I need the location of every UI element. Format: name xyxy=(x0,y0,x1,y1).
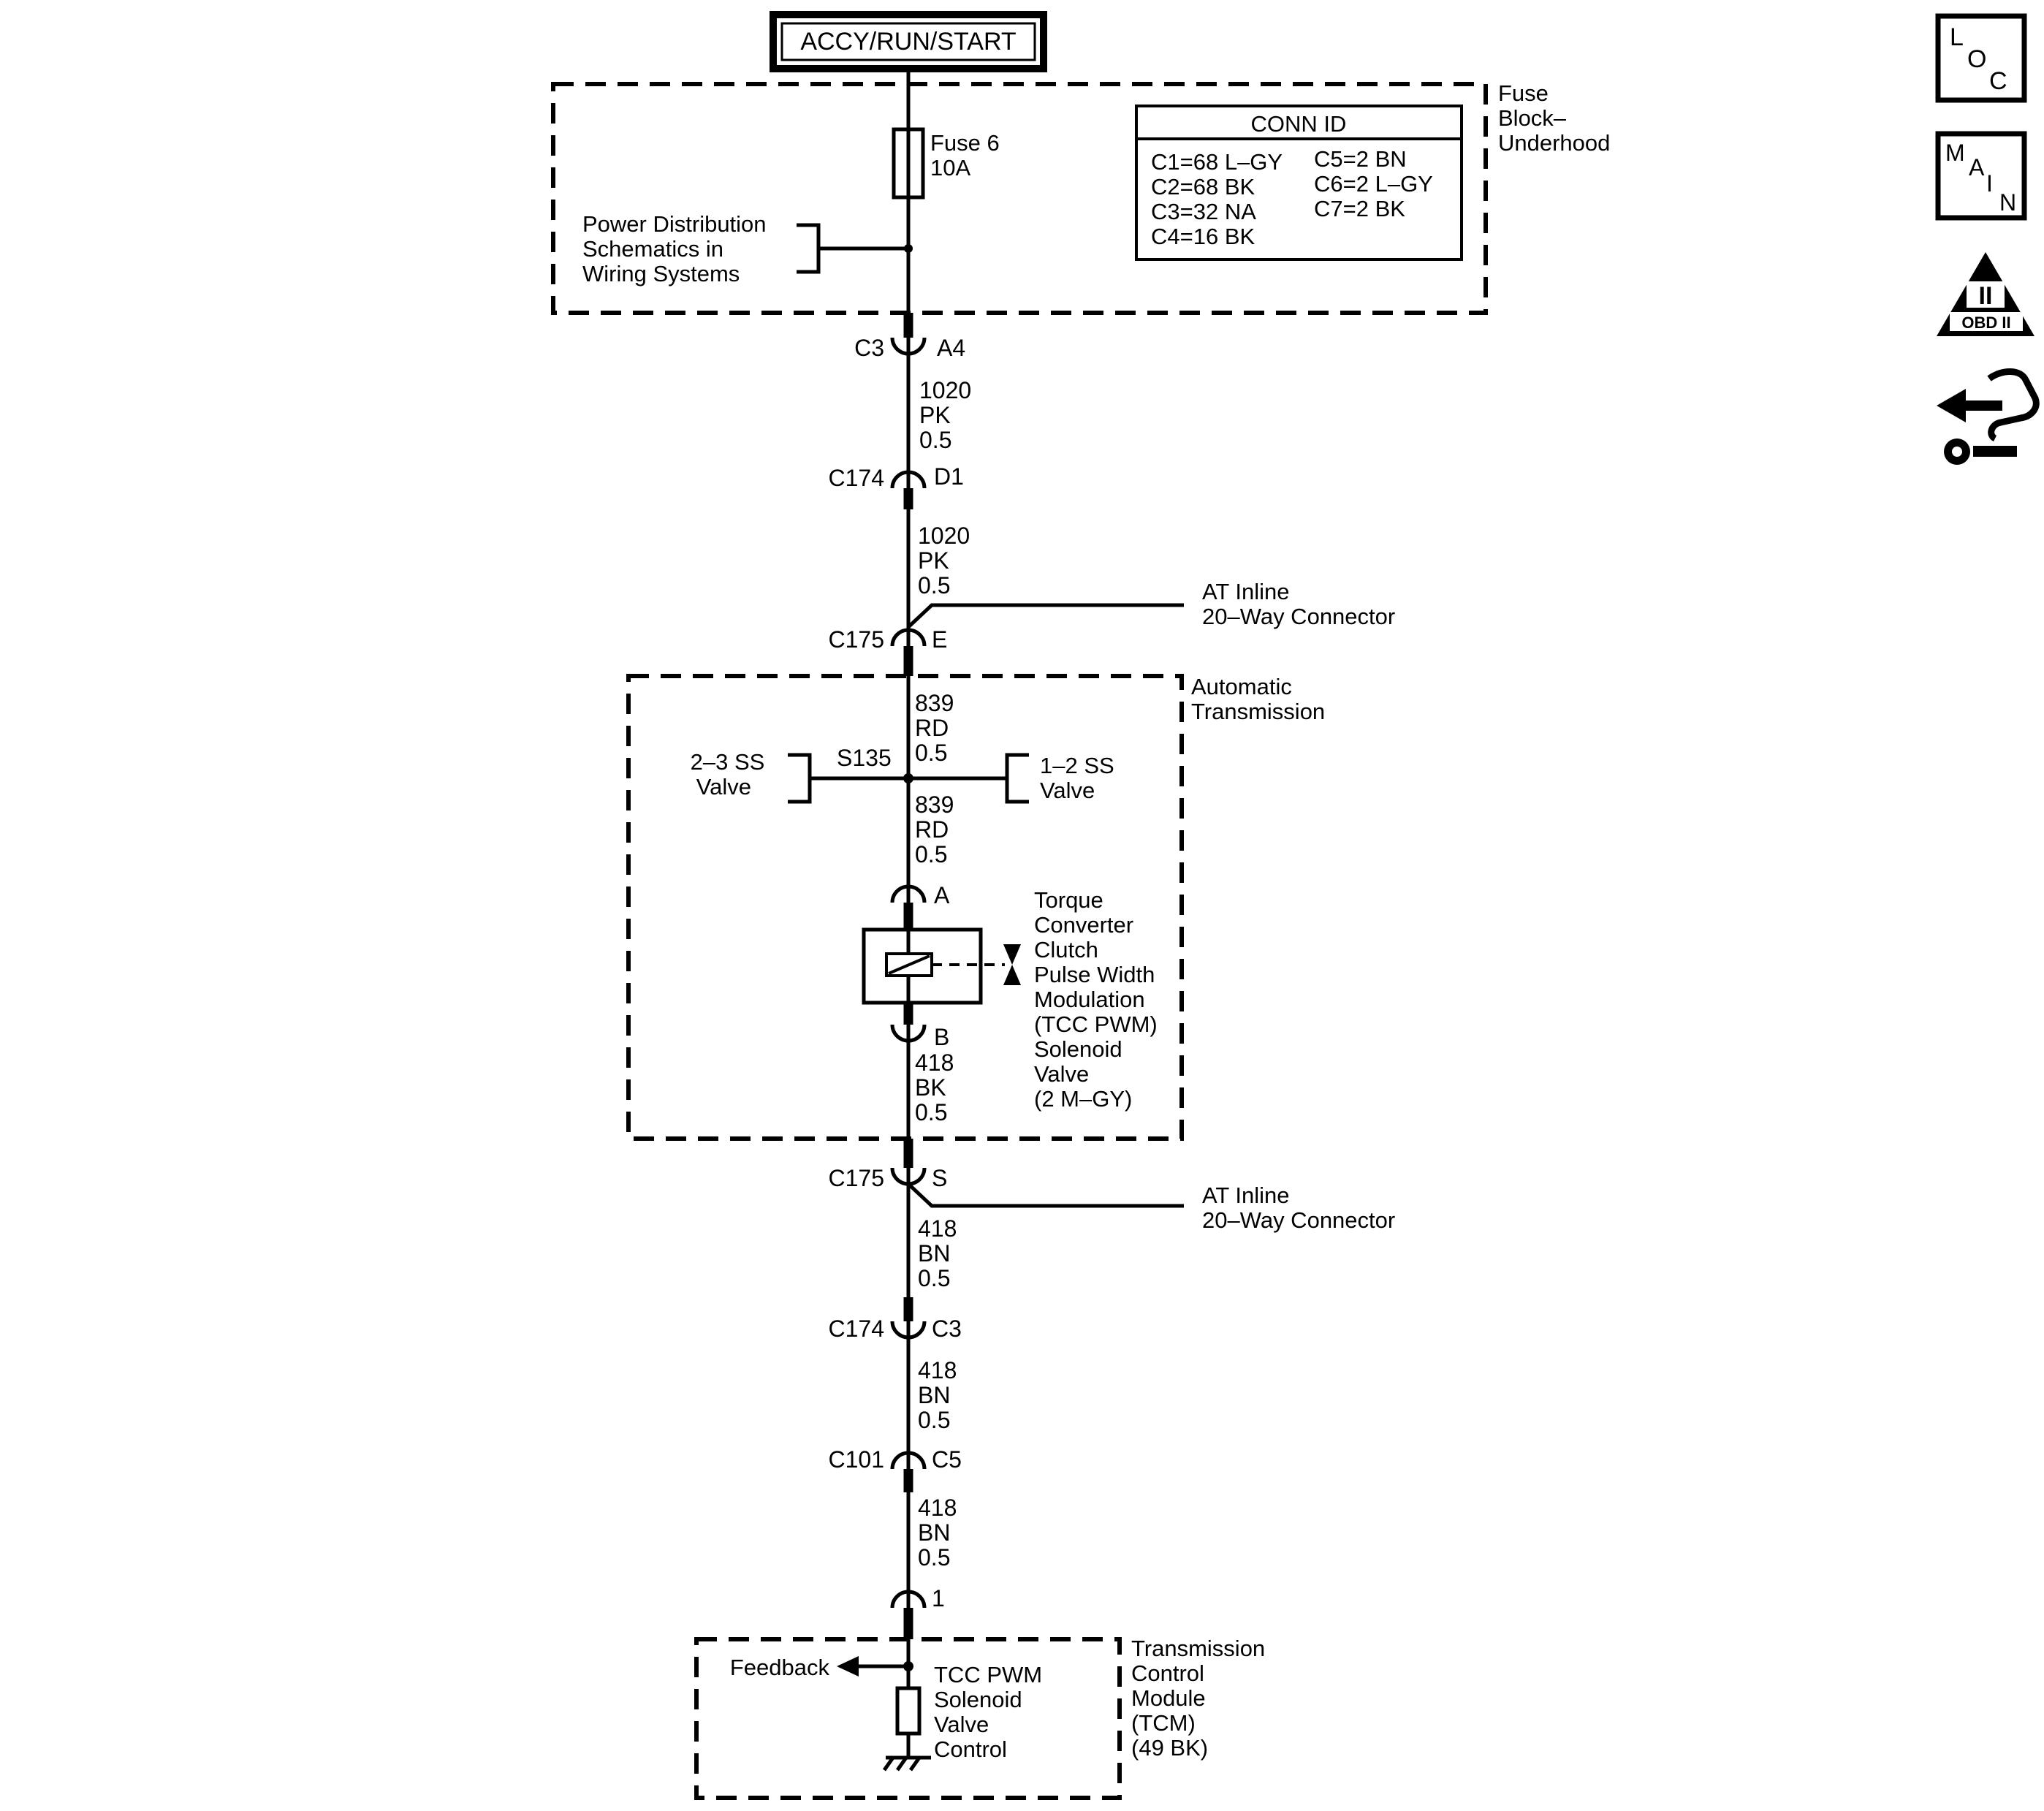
connector-id: C3 xyxy=(854,335,884,361)
svg-text:II: II xyxy=(1979,282,1993,310)
ground-icon xyxy=(882,1755,931,1772)
power-distribution-line: Power Distribution xyxy=(582,211,767,237)
connector-pin: E xyxy=(932,626,947,653)
transmission-control-module: Transmission Control Module (TCM) (49 BK… xyxy=(694,1636,1272,1800)
conn-id-title: CONN ID xyxy=(1251,111,1347,137)
svg-text:C5=2 BN C6=2 L–GY: C5=2 BN C6=2 L–GY C7=2 BK xyxy=(1314,146,1439,221)
svg-text:AT Inline 20–Way Connect: AT Inline 20–Way Connector xyxy=(1202,579,1395,629)
wire-label-5: 418 BK 0.5 xyxy=(915,1049,960,1125)
svg-text:Fuse 6 10A: Fuse 6 10A xyxy=(930,130,1006,181)
wire-label-6: 418 BN 0.5 xyxy=(918,1215,963,1291)
svg-text:TCC PWM Solenoid V: TCC PWM Solenoid Valve Control xyxy=(934,1662,1049,1762)
connector-c174-c3: C174 C3 xyxy=(829,1297,962,1342)
fuse-block-label-line: Underhood xyxy=(1498,130,1610,156)
connector-pin: S xyxy=(932,1165,947,1191)
connector-pin: C5 xyxy=(932,1446,962,1473)
fuse-block: Fuse Block– Underhood Fuse 6 10A Power D… xyxy=(551,80,1610,315)
fuse-block-label-line: Fuse xyxy=(1498,80,1549,106)
power-source-label: ACCY/RUN/START xyxy=(800,28,1016,56)
wire-label-4: 839 RD 0.5 xyxy=(915,791,960,867)
svg-text:OBD II: OBD II xyxy=(1961,314,2010,332)
wire-label-2: 1020 PK 0.5 xyxy=(918,523,976,599)
connector-pin: A4 xyxy=(937,335,965,361)
connector-id: C174 xyxy=(829,1315,885,1342)
svg-text:1–2 SS Valve: 1–2 SS Valve xyxy=(1040,753,1120,803)
automatic-transmission: Automatic Transmission 839 RD 0.5 S135 2… xyxy=(626,674,1325,1141)
feedback-label: Feedback xyxy=(730,1655,830,1680)
svg-text:N: N xyxy=(1999,189,2016,216)
feedback-arrow-icon xyxy=(837,1656,859,1677)
tcc-pwm-solenoid-symbol xyxy=(862,927,1021,1005)
main-icon[interactable]: M A I N xyxy=(1935,131,2027,221)
fuse-label-line: 10A xyxy=(930,155,970,181)
connector-c3-a4: C3 A4 xyxy=(854,313,965,361)
conn-id-entry: C3=32 NA xyxy=(1151,199,1256,224)
conn-id-entry: C1=68 L–GY xyxy=(1151,149,1283,175)
connector-tcm-pin-1: 1 xyxy=(890,1585,945,1639)
svg-text:Power Distribution Schem: Power Distribution Schematics in Wiring … xyxy=(582,211,772,286)
connector-pin: D1 xyxy=(934,463,964,490)
svg-text:A: A xyxy=(1969,154,1985,181)
conn-id-table: CONN ID C1=68 L–GY C2=68 BK C3=32 NA C4=… xyxy=(1135,105,1463,261)
svg-text:AT Inline 20–Way Connect: AT Inline 20–Way Connector xyxy=(1202,1182,1395,1233)
svg-text:C1=68 L–GY C2=68 BK: C1=68 L–GY C2=68 BK C3=32 NA C4=16 BK xyxy=(1151,149,1288,249)
svg-text:O: O xyxy=(1967,45,1986,73)
svg-text:I: I xyxy=(1986,170,1993,197)
connector-pin: C3 xyxy=(932,1315,962,1342)
svg-text:2–3 SS Valve: 2–3 SS Valve xyxy=(691,749,771,800)
conn-id-entry: C6=2 L–GY xyxy=(1314,171,1432,197)
power-distribution-line: Schematics in xyxy=(582,236,723,262)
connector-c175-s: C175 S xyxy=(829,1139,947,1191)
conn-id-entry: C5=2 BN xyxy=(1314,146,1407,172)
wire-label-1: 1020 PK 0.5 xyxy=(919,377,978,453)
svg-text:Automatic Transmission: Automatic Transmission xyxy=(1191,674,1325,724)
hand-tool-icon[interactable] xyxy=(1937,368,2040,468)
solenoid-pin-b: B xyxy=(934,1024,949,1050)
svg-text:L: L xyxy=(1950,23,1964,51)
splice-s135-label: S135 xyxy=(837,745,892,771)
wire-label-8: 418 BN 0.5 xyxy=(918,1495,963,1571)
fuse-block-label-line: Block– xyxy=(1498,105,1567,131)
at-inline-connector-lower: AT Inline 20–Way Connector xyxy=(907,1182,1395,1233)
power-distribution-line: Wiring Systems xyxy=(582,261,740,286)
conn-id-entry: C4=16 BK xyxy=(1151,224,1255,249)
connector-c175-e: C175 E xyxy=(829,626,947,676)
wire-label-3: 839 RD 0.5 xyxy=(915,690,960,766)
connector-id: C101 xyxy=(829,1446,885,1473)
solenoid-pin-a: A xyxy=(934,882,950,908)
connector-id: C175 xyxy=(829,626,885,653)
svg-text:Torque Converter C: Torque Converter Clutch Pulse Width Modu… xyxy=(1034,887,1163,1112)
fuse-label-line: Fuse 6 xyxy=(930,130,1000,156)
connector-pin: 1 xyxy=(932,1585,945,1611)
power-source-box: ACCY/RUN/START xyxy=(770,11,1047,72)
connector-id: C175 xyxy=(829,1165,885,1191)
loc-icon[interactable]: L O C xyxy=(1935,13,2027,103)
connector-c101-c5: C101 C5 xyxy=(829,1446,962,1492)
svg-text:Transmission Control: Transmission Control Module (TCM) (49 BK… xyxy=(1131,1636,1272,1761)
at-inline-connector-upper: AT Inline 20–Way Connector xyxy=(907,579,1395,629)
conn-id-entry: C7=2 BK xyxy=(1314,196,1405,221)
wire-label-7: 418 BN 0.5 xyxy=(918,1357,963,1433)
obd-ii-icon[interactable]: II OBD II xyxy=(1937,252,2034,336)
svg-text:C: C xyxy=(1989,67,2007,95)
tcm-resistor-symbol xyxy=(895,1686,922,1736)
connector-c174-d1: C174 D1 xyxy=(829,463,964,509)
svg-text:M: M xyxy=(1945,140,1965,166)
svg-text:Fuse Block– Underh: Fuse Block– Underhood xyxy=(1498,80,1610,156)
conn-id-entry: C2=68 BK xyxy=(1151,174,1255,200)
connector-id: C174 xyxy=(829,465,885,491)
